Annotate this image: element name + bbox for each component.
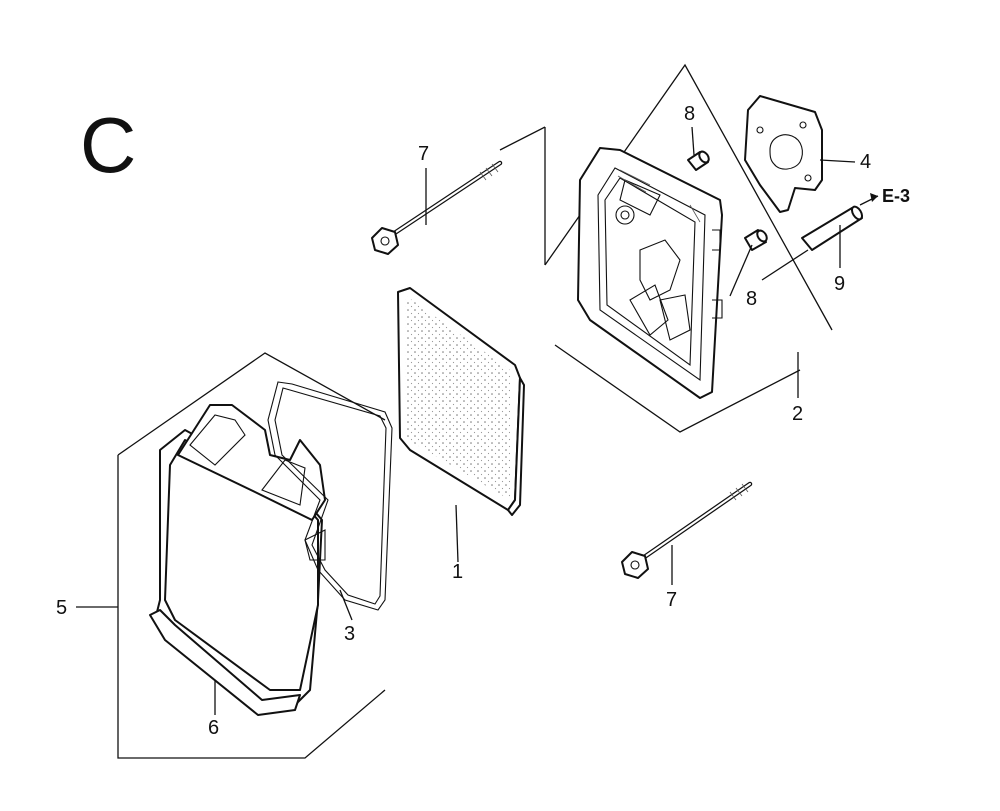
air-cleaner-case (577, 147, 723, 399)
air-cleaner-cover (149, 404, 326, 716)
callout-9: 9 (834, 273, 845, 295)
callout-7-upper: 7 (418, 143, 429, 165)
collar-lower (744, 229, 768, 251)
collar-upper (687, 150, 710, 171)
bolt-lower (621, 481, 753, 579)
callout-8-lower: 8 (746, 288, 757, 310)
reference-e3: E-3 (882, 186, 910, 206)
callout-7-lower: 7 (666, 589, 677, 611)
case-gasket (744, 95, 823, 213)
callout-6: 6 (208, 717, 219, 739)
air-filter-element (397, 287, 525, 516)
breather-tube (801, 205, 864, 251)
bolt-upper (371, 160, 503, 255)
callout-8-upper: 8 (684, 103, 695, 125)
callout-1: 1 (452, 561, 463, 583)
callout-5: 5 (56, 597, 67, 619)
callout-2: 2 (792, 403, 803, 425)
leader-lines (76, 126, 879, 715)
cover-gasket (267, 381, 393, 611)
callout-3: 3 (344, 623, 355, 645)
section-letter: C (80, 101, 136, 189)
callout-4: 4 (860, 151, 871, 173)
